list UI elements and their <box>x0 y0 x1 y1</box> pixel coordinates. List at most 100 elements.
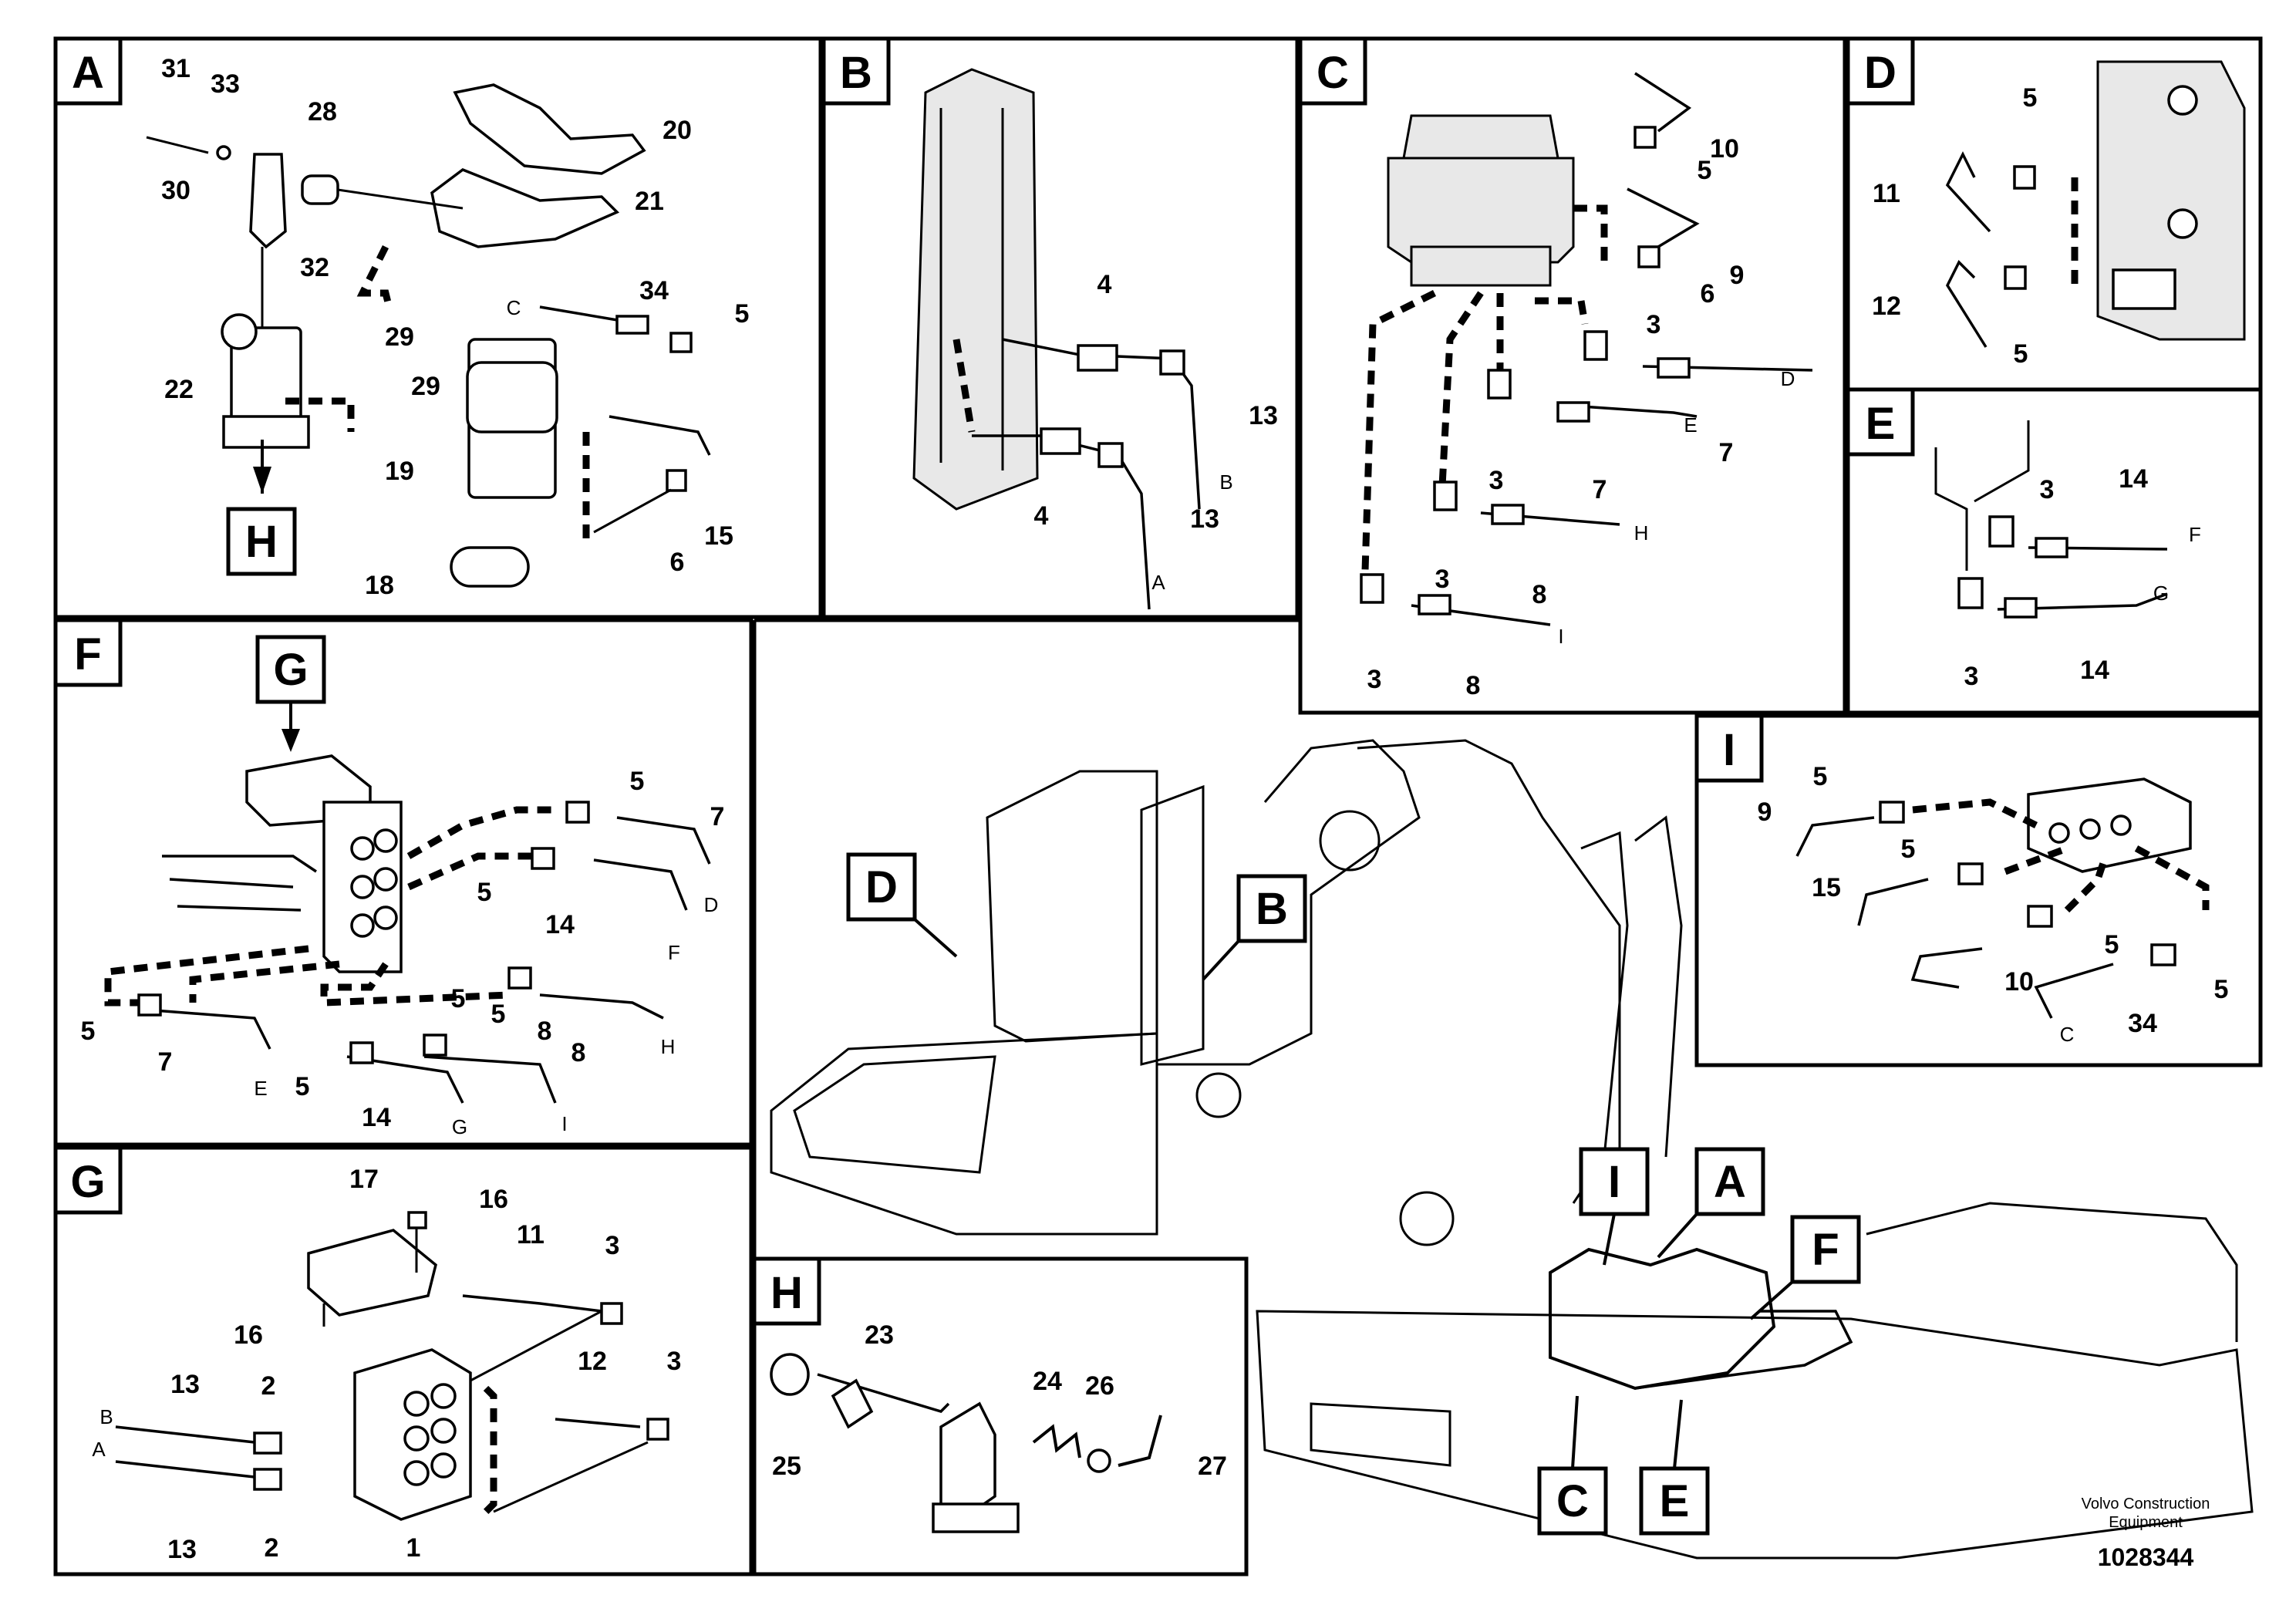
fitting-f-5b <box>531 847 555 870</box>
fitting-b-4b <box>1040 427 1081 455</box>
label-i-5d: 5 <box>2214 975 2229 1004</box>
port-f-5 <box>350 913 375 938</box>
callout-g-box <box>255 635 326 704</box>
crimp-c-b <box>1556 401 1590 423</box>
overview-control-valve <box>986 770 1158 1043</box>
hose-c-7e <box>1557 403 1698 418</box>
hose-g-12 <box>555 1418 641 1428</box>
elbow-g-2b <box>253 1468 282 1491</box>
panel-d-letter: D <box>1864 48 1896 98</box>
hoses-g-13 <box>115 1425 255 1479</box>
elbow-b-a <box>1159 349 1185 376</box>
label-i-9: 9 <box>1758 798 1772 827</box>
hose-d-11 <box>1945 151 1991 233</box>
fitting-b-4a <box>1077 344 1118 372</box>
rod-23-clip <box>831 1378 874 1429</box>
overview-callout-a <box>1694 1147 1765 1216</box>
callout-g-text: G <box>273 645 308 695</box>
label-a-6: 6 <box>670 548 685 577</box>
label-f-7b: 7 <box>158 1047 173 1077</box>
foot-22-part <box>222 415 310 449</box>
panel-b-tag <box>821 36 891 106</box>
washer-33-part <box>216 145 231 160</box>
label-g-2b: 2 <box>265 1533 279 1563</box>
overview-callout-d <box>846 852 917 922</box>
label-g-16b: 16 <box>234 1320 263 1350</box>
overview-pedal-cluster <box>1549 1247 1776 1391</box>
tee-c-c <box>1433 481 1458 511</box>
label-d-5a: 5 <box>2023 83 2038 113</box>
callout-g-arrow <box>282 729 300 752</box>
panel-b-letter: B <box>840 48 872 98</box>
label-g-13a: 13 <box>170 1370 200 1399</box>
panel-c: C 10 5 9 6 3 3 7 3 7 8 3 8 D <box>1298 36 1847 715</box>
panel-e-tag <box>1846 387 1915 457</box>
fitting-d-5a <box>2013 165 2036 190</box>
port-g-6 <box>430 1452 457 1479</box>
dash-i3 <box>2064 855 2109 913</box>
port-g-1 <box>403 1391 430 1417</box>
hose-f-7d <box>616 816 711 865</box>
fitting-i-5b <box>1957 862 1984 885</box>
overview-hose-bundle <box>1634 1310 1853 1390</box>
crimp-e-b <box>2004 597 2038 619</box>
label-c-letter-h: H <box>1634 521 1649 545</box>
panel-c-frame <box>1298 36 1847 715</box>
port-f-6 <box>373 905 398 930</box>
dash-c3 <box>1438 291 1484 487</box>
label-f-14b: 14 <box>362 1103 391 1132</box>
overview-callout-b <box>1236 874 1307 943</box>
elbow-b-b <box>1097 442 1124 468</box>
label-c-3b: 3 <box>1489 466 1504 495</box>
panel-i-letter: I <box>1723 725 1735 775</box>
label-a-letter-c: C <box>507 296 521 319</box>
label-b-letter-b: B <box>1219 470 1232 494</box>
callout-h-text: H <box>245 517 278 567</box>
label-f-letter-f: F <box>668 941 680 964</box>
fitting-f-5a <box>565 801 590 824</box>
leader-g-a <box>470 1310 649 1513</box>
panel-c-letter: C <box>1317 48 1349 98</box>
hose-15-part <box>609 415 711 456</box>
overview-valve-plate <box>1140 784 1205 1066</box>
label-a-15: 15 <box>704 521 733 551</box>
panel-a-frame <box>53 36 823 619</box>
overview-leader-i <box>1603 1213 1616 1266</box>
label-f-8a: 8 <box>538 1017 552 1046</box>
fitting-g-3a <box>600 1302 623 1325</box>
dash-a1 <box>356 244 393 310</box>
label-e-14b: 14 <box>2080 656 2109 685</box>
label-f-5c: 5 <box>451 984 466 1013</box>
hose-i-15 <box>1857 878 1929 926</box>
label-i-5b: 5 <box>1901 835 1916 864</box>
overview-leader-f <box>1749 1280 1794 1320</box>
dash-f3 <box>104 945 309 1007</box>
fitting-i-5c <box>2027 905 2053 928</box>
label-b-13a: 13 <box>1249 401 1278 430</box>
label-a-33: 33 <box>211 69 240 99</box>
port-f-4 <box>373 867 398 892</box>
overview-callout-i-text: I <box>1608 1157 1620 1207</box>
panel-i: I 5 9 5 15 5 10 5 34 C <box>1694 713 2263 1067</box>
label-g-12: 12 <box>578 1347 607 1376</box>
label-h-25: 25 <box>772 1452 801 1481</box>
overview-leader-e <box>1673 1399 1683 1469</box>
overview-cab-frame <box>1866 1202 2238 1342</box>
footer-drawing-number: 1028344 <box>2098 1543 2194 1571</box>
crimp-e-a <box>2035 537 2068 558</box>
fitting-i-5d <box>2150 943 2176 966</box>
label-h-24: 24 <box>1033 1367 1062 1396</box>
callout-h-arrow <box>253 467 271 494</box>
label-d-12: 12 <box>1872 292 1901 321</box>
dash-f2 <box>407 852 532 891</box>
overview-leader-c <box>1571 1395 1579 1469</box>
label-f-letter-d: D <box>704 893 719 916</box>
label-e-letter-g: G <box>2153 582 2169 605</box>
tee-e-a <box>1988 515 2014 548</box>
overview-upper-frame <box>1256 1310 2254 1560</box>
label-f-letter-i: I <box>561 1112 567 1135</box>
pipe-e <box>1934 420 2030 571</box>
bushing-28-part <box>301 174 339 205</box>
port-d-3 <box>2112 268 2176 310</box>
block-i <box>2027 777 2192 873</box>
